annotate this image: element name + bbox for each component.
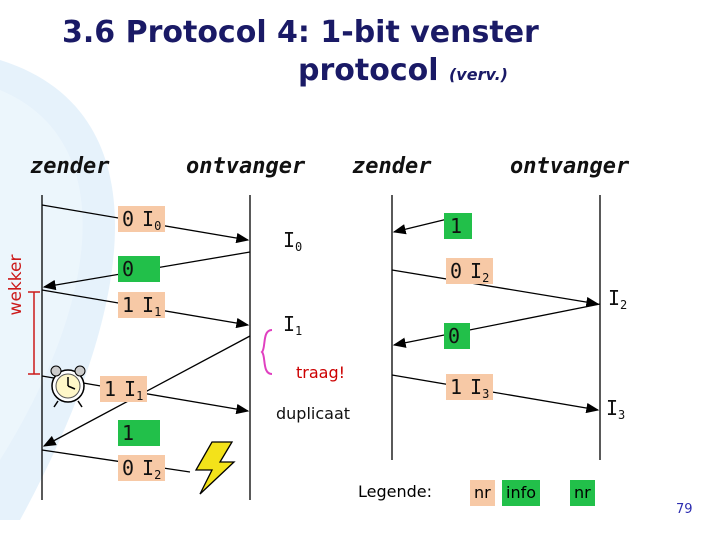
slide-title: 3.6 Protocol 4: 1-bit venster protocol (… [62, 14, 622, 94]
lightning-bolt-icon [194, 441, 236, 495]
legend-label: Legende: [358, 482, 433, 501]
label-left-m1: I0 [283, 228, 303, 254]
role-ontvanger-right: ontvanger [510, 154, 630, 179]
alarm-clock-icon [50, 365, 86, 408]
arrow-right-m2 [391, 374, 600, 414]
arrow-right-ack2 [392, 303, 601, 348]
ack-seq: 0 [118, 256, 161, 282]
title-line-2: protocol [298, 53, 439, 88]
ack-left-2: 1 [118, 420, 161, 446]
ack-right-1: 1 [444, 213, 473, 239]
title-continued: (verv.) [448, 65, 508, 84]
title-line-1: 3.6 Protocol 4: 1-bit venster [62, 15, 539, 50]
legend-ack-nr: nr [570, 480, 595, 506]
page-number: 79 [676, 502, 693, 517]
duplicate-annotation: duplicaat [276, 404, 351, 423]
role-ontvanger-left: ontvanger [186, 154, 306, 179]
ack-left-1: 0 [118, 256, 161, 282]
arrow-left-m4 [41, 449, 191, 473]
arrow-right-m1 [391, 269, 600, 308]
legend-frame-nr: nr [470, 480, 495, 506]
frame-payload: I0 [138, 206, 166, 233]
label-right-m1: I2 [608, 286, 628, 312]
slow-annotation: traag! [296, 363, 346, 382]
frame-seq: 0 [118, 206, 139, 232]
background-curve-inner [0, 90, 83, 460]
ack-right-2: 0 [444, 323, 471, 349]
label-left-m2: I1 [283, 312, 303, 338]
role-zender-left: zender [30, 154, 110, 179]
role-zender-right: zender [352, 154, 432, 179]
label-right-m2: I3 [606, 396, 626, 422]
slow-brace [260, 329, 273, 375]
timer-label: wekker [6, 254, 26, 316]
legend-frame-info: info [502, 480, 541, 506]
